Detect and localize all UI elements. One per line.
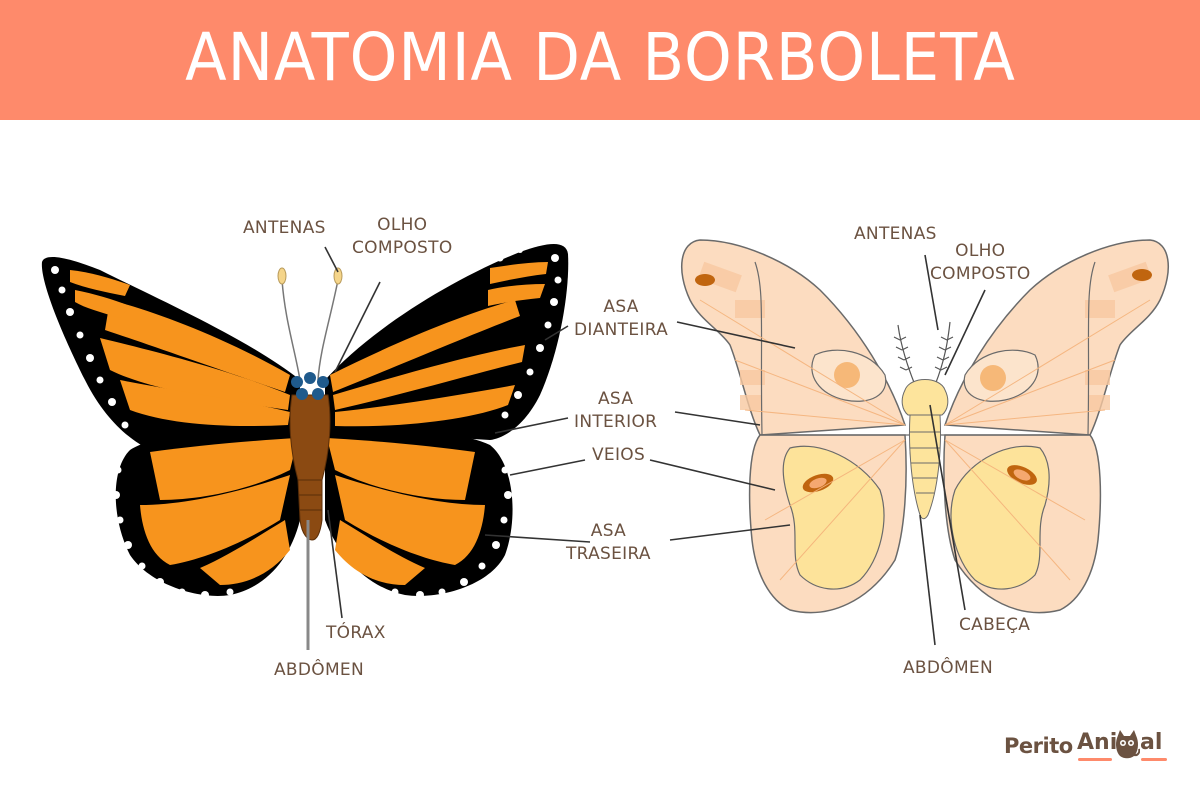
label-veios: VEIOS: [592, 445, 646, 465]
logo-underline: [1141, 758, 1167, 761]
label-olho-composto-right: OLHO COMPOSTO: [930, 240, 1031, 286]
page-title: ANATOMIA DA BORBOLETA: [184, 18, 1016, 96]
label-cabeca: CABEÇA: [959, 615, 1031, 635]
logo-underline: [1078, 758, 1112, 761]
label-line: ASA: [598, 389, 634, 409]
label-line: COMPOSTO: [352, 238, 453, 258]
label-asa-traseira: ASA TRASEIRA: [566, 520, 651, 566]
label-line: ASA: [590, 521, 627, 541]
logo-text-perito: Perito: [1004, 734, 1073, 758]
label-antenas-left: ANTENAS: [243, 218, 326, 238]
label-line: DIANTEIRA: [574, 320, 669, 340]
moth: [649, 239, 1170, 646]
label-line: OLHO: [955, 241, 1006, 261]
label-abdomen-right: ABDÔMEN: [903, 658, 993, 678]
label-line: OLHO: [377, 215, 428, 235]
perito-animal-logo: Perito Ani al: [1000, 728, 1170, 772]
title-banner: ANATOMIA DA BORBOLETA: [0, 0, 1200, 120]
monarch-body: [289, 394, 331, 541]
label-asa-dianteira: ASA DIANTEIRA: [574, 296, 668, 342]
antenna-tip-icon: [277, 267, 287, 285]
label-line: COMPOSTO: [930, 264, 1031, 284]
label-torax: TÓRAX: [326, 623, 386, 643]
label-antenas-right: ANTENAS: [854, 224, 937, 244]
moth-abdomen: [908, 414, 941, 520]
label-line: TRASEIRA: [566, 544, 651, 564]
label-olho-composto-left: OLHO COMPOSTO: [352, 214, 453, 260]
logo-text-ani: Ani: [1077, 730, 1118, 755]
logo-text-al: al: [1140, 730, 1163, 755]
cat-icon: [1116, 730, 1140, 759]
label-asa-interior: ASA INTERIOR: [574, 388, 657, 434]
monarch-butterfly: [41, 244, 591, 650]
moth-head-thorax: [901, 379, 949, 416]
label-line: INTERIOR: [574, 412, 658, 432]
label-line: ASA: [603, 297, 639, 317]
label-abdomen-left: ABDÔMEN: [274, 660, 364, 680]
